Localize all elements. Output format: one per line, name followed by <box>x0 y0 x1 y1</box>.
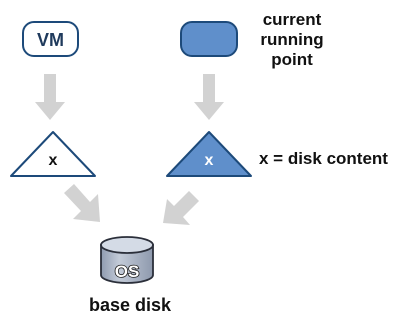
arrow-running-point-to-content <box>194 74 224 120</box>
running-point-label-line-2: running <box>260 30 323 49</box>
running-point-label-line-3: point <box>271 50 313 69</box>
running-point-label-line-1: current <box>263 10 322 29</box>
vm-label: VM <box>37 30 64 50</box>
disk-content-triangle-left: x <box>10 131 96 177</box>
base-disk-icon-label: OS <box>115 262 140 281</box>
arrow-left-content-to-base-disk <box>64 184 100 222</box>
database-icon: OS <box>100 236 154 284</box>
base-disk-caption: base disk <box>89 295 172 315</box>
running-point-node <box>180 21 238 57</box>
disk-content-label-right: x <box>205 152 214 169</box>
disk-content-label-left: x <box>49 152 58 169</box>
legend-label: x = disk content <box>259 149 388 168</box>
vm-node: VM <box>22 21 79 57</box>
arrow-right-content-to-base-disk <box>163 191 199 225</box>
disk-content-triangle-right: x <box>166 131 252 177</box>
arrow-vm-to-content <box>35 74 65 120</box>
